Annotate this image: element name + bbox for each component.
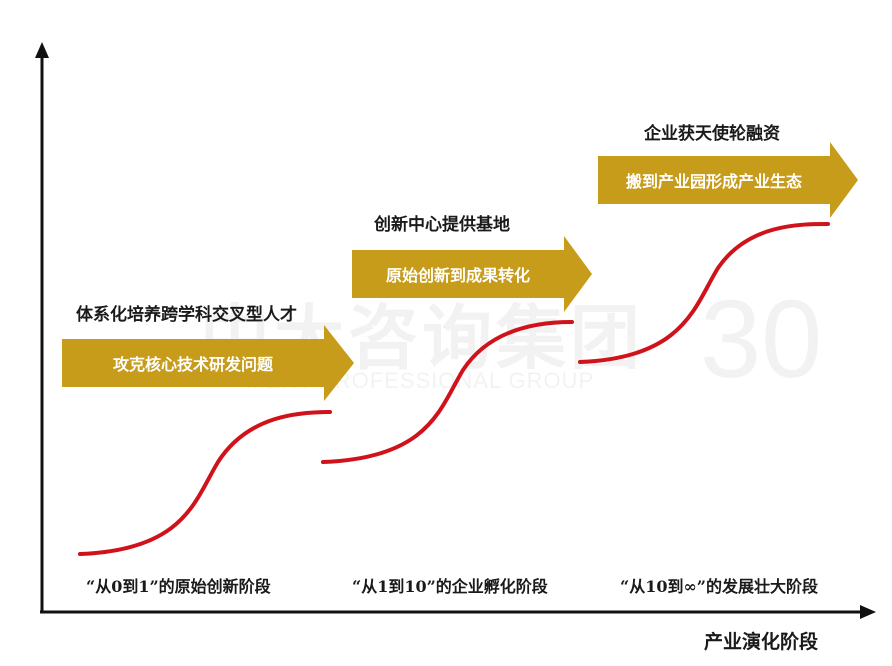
x-axis-title: 产业演化阶段 [704,631,819,653]
stage-2-arrow-text: 原始创新到成果转化 [385,266,530,285]
stage-2-arrow: 原始创新到成果转化 [352,236,592,312]
stage-1-arrow-text: 攻克核心技术研发问题 [112,355,273,374]
growth-curve-stage-1 [78,410,332,556]
stage-1-top-label: 体系化培养跨学科交叉型人才 [76,305,297,325]
growth-curve-stage-3 [578,222,830,364]
y-axis-arrowhead [35,42,49,58]
stage-1-bottom-label: “从0到1”的原始创新阶段 [86,577,271,596]
stage-3-bottom-label: “从10到∞”的发展壮大阶段 [620,577,819,596]
stage-2-top-label: 创新中心提供基地 [374,215,510,235]
stage-1-arrow: 攻克核心技术研发问题 [62,325,354,401]
growth-curve-stage-2 [321,320,574,464]
stage-2-bottom-label: “从1到10”的企业孵化阶段 [352,577,548,596]
x-axis-arrowhead [860,605,876,619]
stage-3-arrow: 搬到产业园形成产业生态 [598,142,858,218]
stage-3-top-label: 企业获天使轮融资 [644,124,780,144]
stage-3-arrow-text: 搬到产业园形成产业生态 [625,172,802,191]
